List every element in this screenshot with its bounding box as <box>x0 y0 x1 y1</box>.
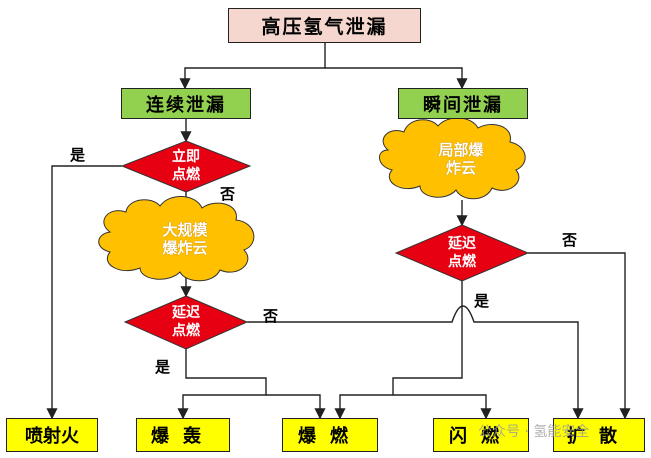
label-no-delayed-left: 否 <box>263 307 279 325</box>
outcome-detonation: 爆轰 <box>136 418 230 452</box>
outcome-jet-fire: 喷射火 <box>6 418 98 452</box>
decision-diamond-delayed-right <box>394 224 530 282</box>
connector-right-yes <box>334 281 463 420</box>
watermark: 公众号 · 氢能安全 <box>478 424 590 440</box>
label-no-immediate: 否 <box>220 185 236 203</box>
outcome-diffusion: 扩散 <box>553 418 645 452</box>
decision-immediate-label: 立即 点燃 <box>172 149 200 183</box>
branch-instant-leak: 瞬间泄漏 <box>398 88 528 119</box>
connector-left-no <box>247 305 584 420</box>
cloud-local-explosion-label: 局部爆 炸云 <box>438 141 484 177</box>
branch-continuous-leak: 连续泄漏 <box>121 88 251 119</box>
connector-right-no <box>528 252 631 420</box>
connector-right-yes-2 <box>393 394 492 420</box>
connector-left-yes-2 <box>266 394 326 420</box>
outcome-flash-fire: 闪燃 <box>433 418 529 452</box>
connector-left-yes <box>177 349 267 420</box>
label-yes-delayed-right: 是 <box>474 292 490 310</box>
page-title: 高压氢气泄漏 <box>228 8 421 43</box>
cloud-large-explosion-label: 大规模 爆炸云 <box>162 221 208 257</box>
decision-delayed-left-label: 延迟 点燃 <box>172 305 200 339</box>
label-yes-immediate: 是 <box>70 146 86 164</box>
outcome-deflagration: 爆燃 <box>282 418 378 452</box>
decision-diamond-immediate <box>120 140 252 193</box>
connector-title <box>179 43 326 90</box>
label-no-delayed-right: 否 <box>562 231 578 249</box>
cloud-large-explosion <box>98 196 255 282</box>
cloud-local-explosion <box>379 117 526 200</box>
label-yes-delayed-left: 是 <box>155 358 171 376</box>
decision-diamond-delayed-left <box>123 295 249 350</box>
connector-yes-jetfire <box>46 165 122 420</box>
connector-title-right <box>325 67 468 90</box>
decision-delayed-right-label: 延迟 点燃 <box>448 236 476 270</box>
